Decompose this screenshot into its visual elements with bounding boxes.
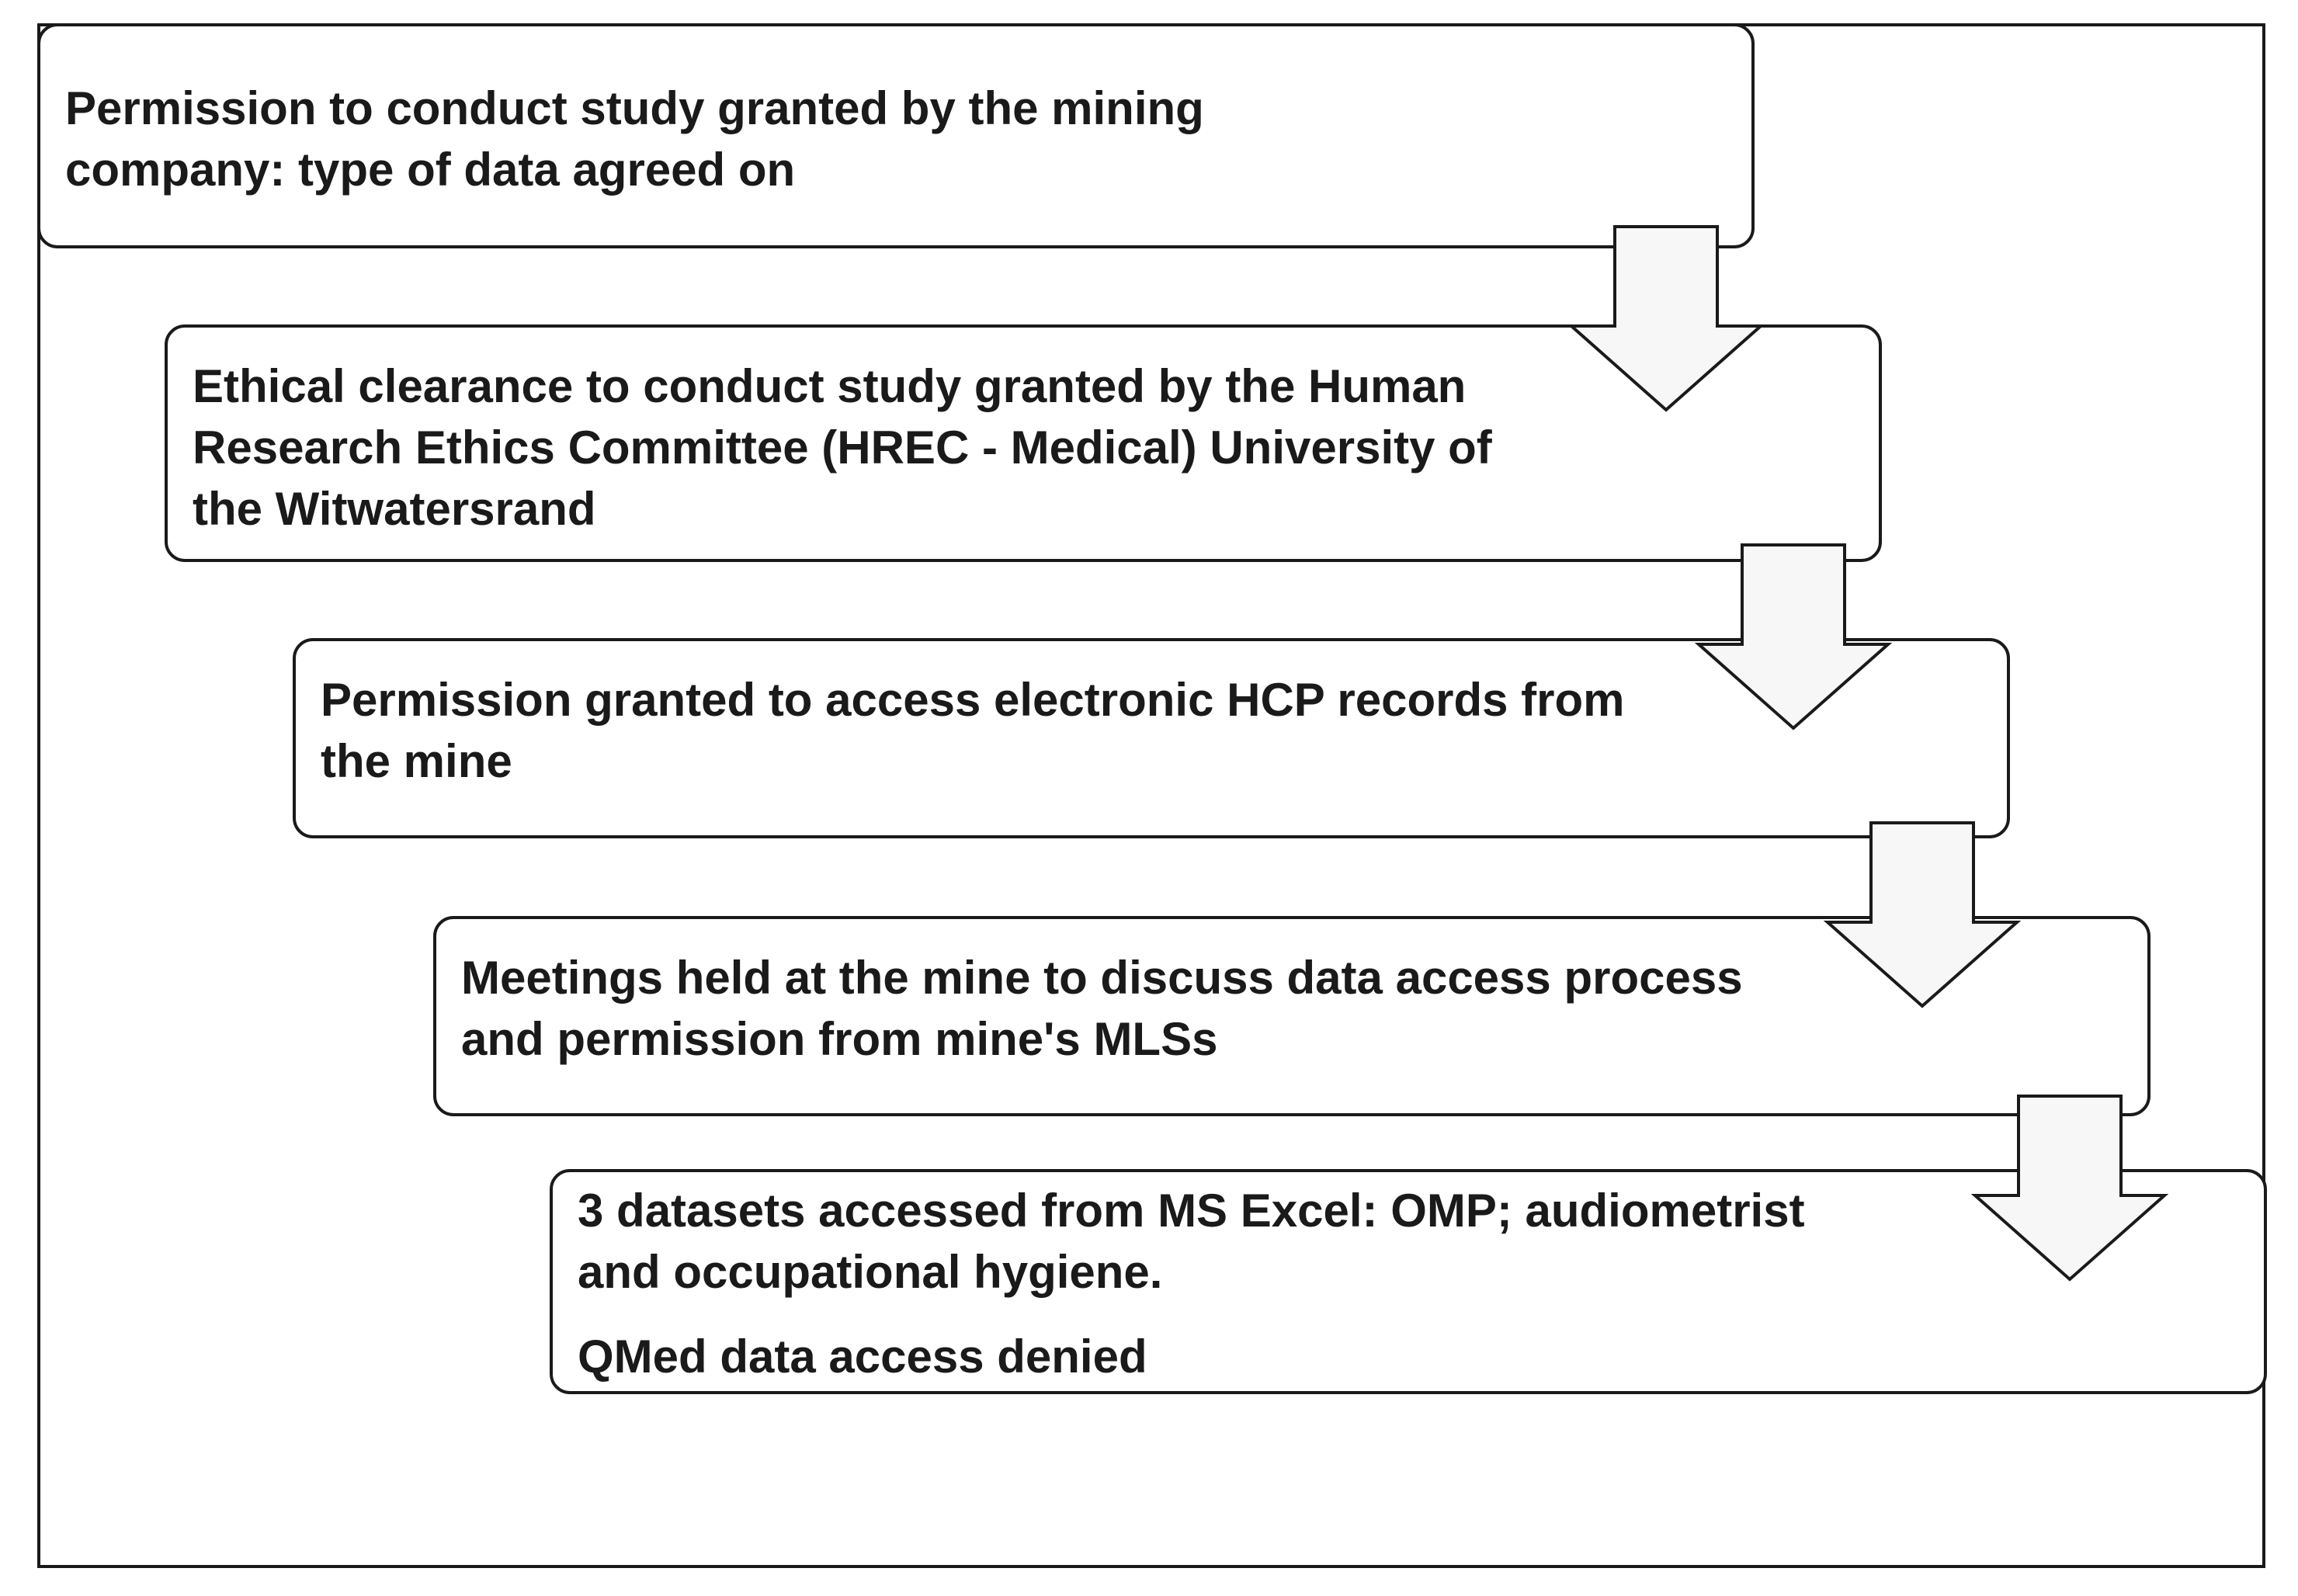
down-arrow-icon — [1694, 543, 1893, 730]
step-5-box: 3 datasets accessed from MS Excel: OMP; … — [550, 1169, 2267, 1394]
step-3-text: Permission granted to access electronic … — [321, 669, 1982, 792]
step-5-line-2: and occupational hygiene. — [578, 1246, 1163, 1298]
step-3-line-1: Permission granted to access electronic … — [321, 674, 1625, 726]
step-2-line-1: Ethical clearance to conduct study grant… — [193, 360, 1467, 412]
step-4-line-2: and permission from mine's MLSs — [461, 1013, 1218, 1065]
step-1-text: Permission to conduct study granted by t… — [65, 78, 1727, 200]
down-arrow-icon — [1567, 225, 1765, 412]
step-5-text: 3 datasets accessed from MS Excel: OMP; … — [578, 1180, 2239, 1303]
step-4-text: Meetings held at the mine to discuss dat… — [461, 947, 2123, 1070]
step-1-line-2: company: type of data agreed on — [65, 144, 796, 196]
step-2-line-2: Research Ethics Committee (HREC - Medica… — [193, 422, 1492, 474]
step-1-box: Permission to conduct study granted by t… — [37, 23, 1755, 248]
step-2-box: Ethical clearance to conduct study grant… — [165, 324, 1882, 562]
step-5-note: QMed data access denied — [578, 1331, 1147, 1383]
step-5-line-1: 3 datasets accessed from MS Excel: OMP; … — [578, 1185, 1805, 1237]
down-arrow-icon — [1970, 1095, 2169, 1282]
step-3-line-2: the mine — [321, 735, 512, 787]
down-arrow-icon — [1823, 821, 2022, 1008]
step-2-text: Ethical clearance to conduct study grant… — [193, 356, 1854, 540]
step-1-line-1: Permission to conduct study granted by t… — [65, 82, 1204, 134]
step-4-line-1: Meetings held at the mine to discuss dat… — [461, 952, 1743, 1004]
step-3-box: Permission granted to access electronic … — [293, 638, 2010, 838]
step-2-line-3: the Witwatersrand — [193, 483, 596, 535]
